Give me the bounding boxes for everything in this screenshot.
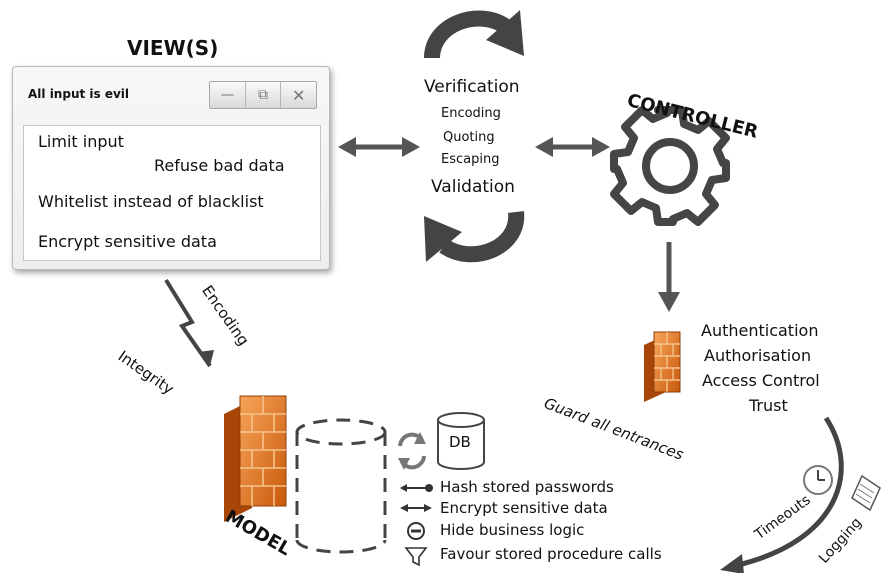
model-firewall-icon <box>224 395 287 522</box>
input-window: All input is evil — ⧉ ✕ Limit input Refu… <box>12 66 330 270</box>
controller-check: Access Control <box>702 371 820 390</box>
cycle-arrow-bottom <box>424 211 525 263</box>
clock-icon <box>803 465 833 495</box>
window-body: Limit input Refuse bad data Whitelist in… <box>23 125 321 261</box>
view-title: VIEW(S) <box>127 36 219 60</box>
window-controls: — ⧉ ✕ <box>209 81 317 109</box>
controller-check: Authorisation <box>704 346 812 365</box>
model-item: Encrypt sensitive data <box>440 499 608 517</box>
double-arrow-icon <box>400 504 432 512</box>
controller-check: Authentication <box>701 321 819 340</box>
scroll-icon <box>851 474 881 512</box>
cycle-arrow-top <box>424 10 524 59</box>
center-item: Encoding <box>441 106 501 121</box>
model-item: Favour stored procedure calls <box>440 545 662 563</box>
window-line: Encrypt sensitive data <box>38 232 217 251</box>
window-line: Refuse bad data <box>154 156 285 175</box>
minimize-icon[interactable]: — <box>210 82 246 108</box>
window-line: Limit input <box>38 132 124 151</box>
dashed-database-icon <box>295 418 387 554</box>
window-title: All input is evil <box>28 87 130 101</box>
verification-label: Verification <box>424 77 520 97</box>
db-cylinder-icon <box>437 412 485 470</box>
validation-label: Validation <box>431 177 515 197</box>
view-center-double-arrow <box>338 137 420 157</box>
minus-circle-icon <box>407 522 425 540</box>
model-item-icons <box>400 484 433 567</box>
curved-arrow-bottom-right <box>720 416 844 573</box>
model-item: Hide business logic <box>440 521 585 539</box>
funnel-icon <box>404 547 428 567</box>
controller-down-arrow <box>658 242 680 312</box>
center-item: Escaping <box>441 152 500 167</box>
model-item: Hash stored passwords <box>440 478 614 496</box>
controller-check: Trust <box>749 396 788 415</box>
db-label: DB <box>449 433 471 451</box>
close-icon[interactable]: ✕ <box>291 85 306 105</box>
controller-firewall-icon <box>644 331 681 402</box>
center-controller-double-arrow <box>535 137 610 157</box>
window-line: Whitelist instead of blacklist <box>38 192 264 211</box>
restore-icon[interactable]: ⧉ <box>246 82 282 108</box>
pin-arrow-icon <box>400 484 433 492</box>
gear-icon <box>610 106 730 226</box>
sync-icon <box>398 432 426 470</box>
lightning-icon <box>164 278 214 368</box>
center-item: Quoting <box>443 130 495 145</box>
